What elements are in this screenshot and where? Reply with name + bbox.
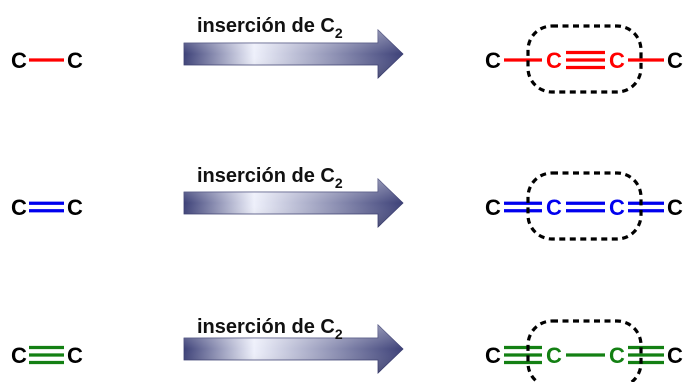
inserted-c2-highlight-box: [526, 319, 643, 382]
reactant-atom-right: C: [67, 195, 83, 220]
reactant-atom-right: C: [67, 48, 83, 73]
insertion-arrow: inserción de C2: [183, 316, 404, 374]
product-atom-2: C: [546, 195, 562, 220]
arrow-label-subscript: 2: [335, 175, 343, 191]
arrow-label-text: inserción de C: [197, 165, 335, 187]
arrow-highlight: [184, 179, 403, 227]
product-atom-1: C: [485, 195, 501, 220]
inserted-c2-highlight-box: [526, 171, 643, 241]
reactant-atom-left: C: [11, 48, 27, 73]
arrow-label: inserción de C2: [197, 165, 343, 191]
arrow-label-text: inserción de C: [197, 316, 335, 338]
inserted-c2-highlight-box: [526, 24, 643, 94]
arrow-label: inserción de C2: [197, 15, 343, 41]
arrow-label-text: inserción de C: [197, 15, 335, 37]
product-atom-4: C: [667, 343, 683, 368]
product-atom-3: C: [609, 48, 625, 73]
reactant-atom-right: C: [67, 343, 83, 368]
product-atom-2: C: [546, 343, 562, 368]
arrow-label: inserción de C2: [197, 316, 343, 342]
product-atom-4: C: [667, 48, 683, 73]
insertion-arrow: inserción de C2: [183, 15, 404, 79]
product-atom-1: C: [485, 48, 501, 73]
product-atom-1: C: [485, 343, 501, 368]
arrow-label-subscript: 2: [335, 25, 343, 41]
product-atom-3: C: [609, 195, 625, 220]
product-atom-2: C: [546, 48, 562, 73]
arrow-highlight: [184, 30, 403, 78]
product-atom-3: C: [609, 343, 625, 368]
reactant-atom-left: C: [11, 343, 27, 368]
arrow-highlight: [184, 325, 403, 373]
arrow-label-subscript: 2: [335, 326, 343, 342]
reactant-atom-left: C: [11, 195, 27, 220]
product-atom-4: C: [667, 195, 683, 220]
insertion-arrow: inserción de C2: [183, 165, 404, 228]
